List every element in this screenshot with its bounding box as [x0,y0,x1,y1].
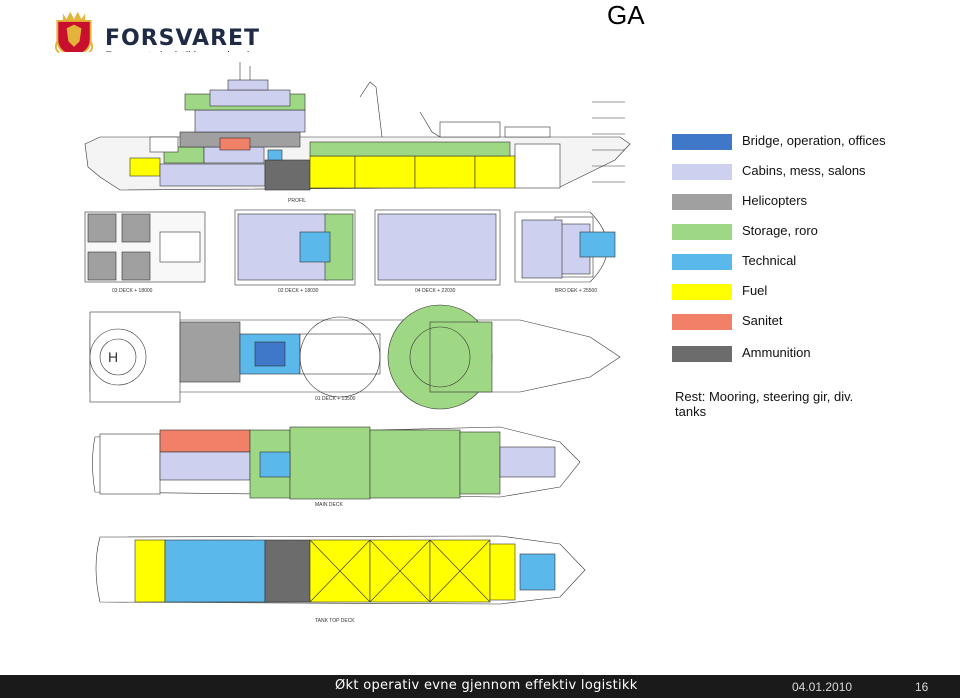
footer-slogan: Økt operativ evne gjennom effektiv logis… [335,678,638,693]
deck-label-main: MAIN DECK [315,502,343,508]
legend-label: Sanitet [742,313,783,328]
deck-plan-01: H [89,304,621,410]
deck-label-03: 03 DECK + 18000 [112,288,153,294]
slide-title: GA [607,0,645,30]
deck-plan-02 [234,209,356,286]
deck-plan-bridge [514,211,616,283]
legend-label: Technical [742,253,797,268]
legend-swatch [672,346,732,362]
profile-view [84,62,631,191]
legend-swatch [672,194,732,210]
legend-swatch [672,284,732,300]
legend-swatch [672,254,732,270]
ship-general-arrangement-drawing: PROFIL 03 DECK + 18000 02 DECK + 18030 0… [60,52,634,628]
legend-swatch [672,224,732,240]
legend-label: Cabins, mess, salons [742,163,866,178]
footer-bar: Økt operativ evne gjennom effektiv logis… [0,675,960,698]
legend-swatch [672,134,732,150]
profile-label: PROFIL [288,198,306,204]
legend-label: Storage, roro [742,223,818,238]
crest-icon [54,11,94,58]
legend-label: Bridge, operation, offices [742,133,886,148]
legend-label: Ammunition [742,345,811,360]
rest-note: Rest: Mooring, steering gir, div. tanks [675,389,854,419]
profile-height-scale [592,101,625,183]
deck-label-01: 01 DECK + 13500 [315,396,356,402]
footer-divider [0,673,960,675]
legend-swatch [672,314,732,330]
footer-date: 04.01.2010 [792,680,853,694]
legend-label: Helicopters [742,193,808,208]
svg-text:H: H [108,349,118,365]
deck-plan-main [92,426,581,500]
deck-label-bridge: BRO DEK + 25500 [555,288,597,294]
deck-label-02: 02 DECK + 18030 [278,288,319,294]
page-number: 16 [915,680,929,694]
legend-label: Fuel [742,283,768,298]
deck-plan-04 [374,209,501,286]
deck-plan-03 [84,211,206,283]
brand-name: FORSVARET [105,26,261,51]
deck-plan-tank-top [95,535,586,605]
legend-swatch [672,164,732,180]
deck-label-04: 04 DECK + 22030 [415,288,456,294]
deck-label-tank-top: TANK TOP DECK [315,618,355,624]
